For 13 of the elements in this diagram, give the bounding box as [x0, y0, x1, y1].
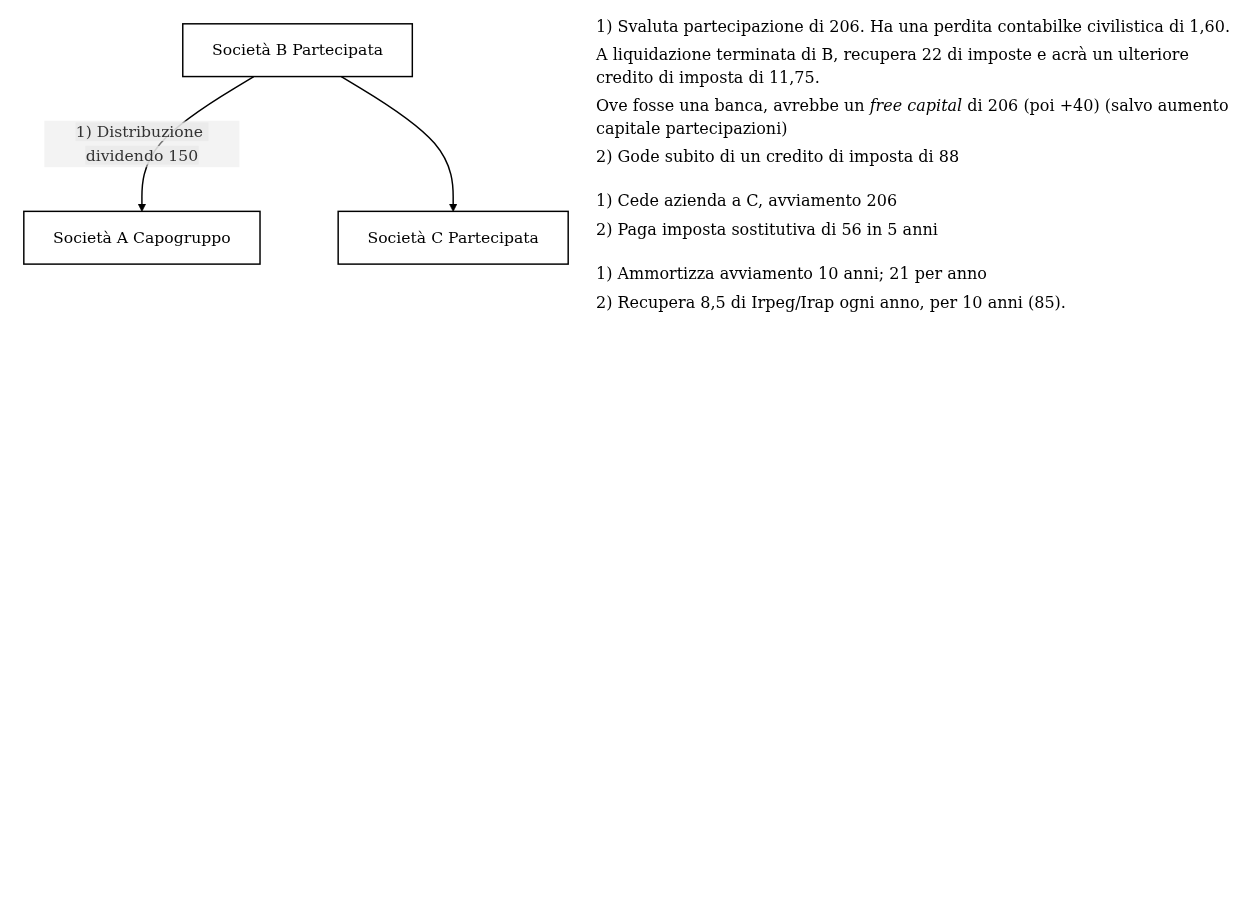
node-box: Società A Capogruppo [23, 210, 261, 265]
note-text: Ove fosse una banca, avrebbe un free capital di 206 (poi +40) (salvo aumento capitale partecipazioni) [596, 95, 1230, 140]
note-text: 1) Cede azienda a C, avviamento 206 [596, 190, 899, 213]
note-text: A liquidazione terminata di B, recupera 22 di imposte e acrà un ulteriore credito di imposta di 11,75. [596, 44, 1190, 89]
note-text: 1) Svaluta partecipazione di 206. Ha una perdita contabilke civilistica di 1,60. [596, 16, 1232, 38]
node-box: Società B Partecipata [182, 23, 414, 78]
edge-label: 1) Distribuzione dividendo 150 [75, 122, 204, 165]
note-text: 2) Recupera 8,5 di Irpeg/Irap ogni anno, per 10 anni (85). [596, 291, 1067, 314]
note-text: 2) Paga imposta sostitutiva di 56 in 5 anni [596, 218, 939, 241]
note-text: 2) Gode subito di un credito di imposta di 88 [596, 145, 961, 168]
arrow [340, 75, 458, 212]
node-box: Società C Partecipata [337, 210, 569, 265]
note-text: 1) Ammortizza avviamento 10 anni; 21 per anno [596, 263, 988, 286]
